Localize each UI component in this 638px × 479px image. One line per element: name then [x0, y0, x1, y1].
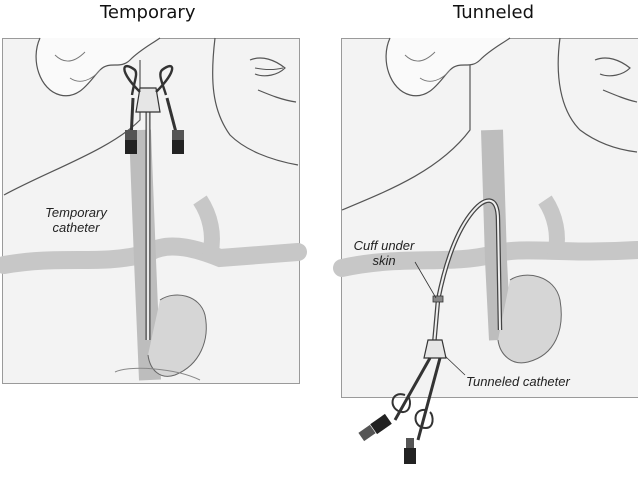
- cuff-label-line1: Cuff under: [353, 238, 415, 253]
- cuff-under-skin-label: Cuff under skin: [345, 238, 423, 268]
- temporary-catheter-label-line1: Temporary: [45, 205, 107, 220]
- left-figure: [0, 37, 307, 381]
- right-figure: [333, 37, 638, 464]
- cuff-label-line2: skin: [372, 253, 396, 268]
- temporary-title: Temporary: [100, 2, 196, 23]
- temporary-catheter-label: Temporary catheter: [36, 205, 116, 235]
- temporary-catheter-label-line2: catheter: [52, 220, 100, 235]
- tunneled-catheter-label: Tunneled catheter: [466, 374, 570, 389]
- tunneled-title: Tunneled: [453, 2, 535, 23]
